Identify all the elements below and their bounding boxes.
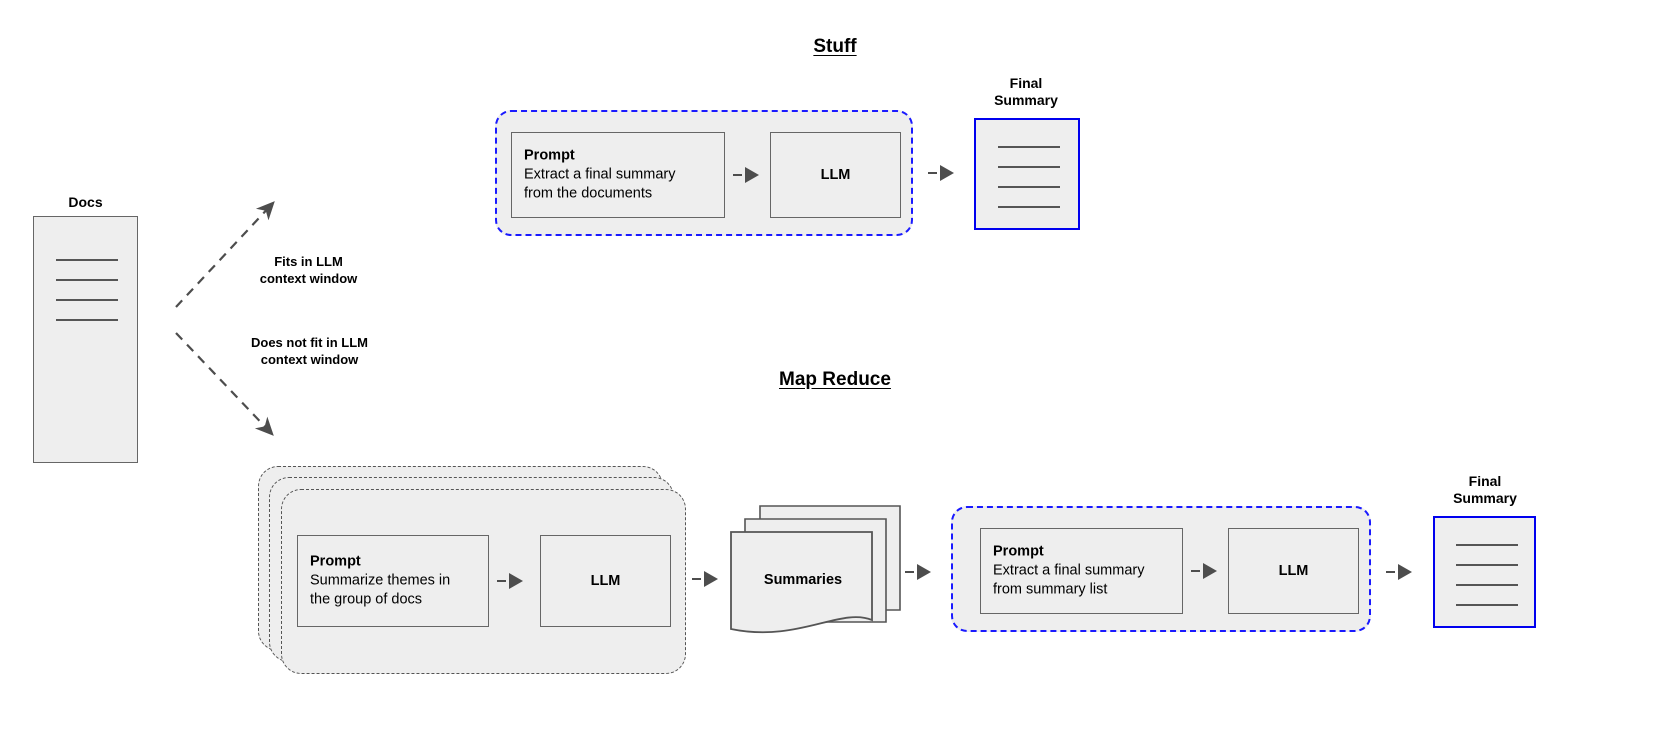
section-title-map-reduce: Map Reduce bbox=[779, 369, 891, 390]
arrow-head-icon bbox=[917, 564, 931, 580]
connector-dash bbox=[733, 174, 742, 176]
connector-dash bbox=[692, 578, 701, 580]
reduce-llm-label: LLM bbox=[1278, 563, 1309, 579]
docs-caption: Docs bbox=[68, 194, 103, 210]
reduce-connector-to-final-summary bbox=[1386, 564, 1412, 580]
stuff-llm-label: LLM bbox=[820, 167, 851, 183]
map-reduce-output-caption: Final Summary bbox=[1453, 473, 1517, 506]
section-title-stuff: Stuff bbox=[813, 36, 857, 57]
branch-label-fits: Fits in LLM context window bbox=[259, 254, 358, 286]
stuff-prompt-heading: Prompt bbox=[524, 147, 575, 164]
summaries-sheet-front bbox=[730, 531, 873, 634]
map-prompt-box: Prompt Summarize themes in the group of … bbox=[297, 535, 489, 627]
reduce-prompt-heading: Prompt bbox=[993, 543, 1044, 560]
arrow-head-icon bbox=[704, 571, 718, 587]
final-summary-rule-4 bbox=[998, 206, 1060, 208]
connector-dash bbox=[1386, 571, 1395, 573]
connector-dash bbox=[1191, 570, 1200, 572]
final-summary-rule-2 bbox=[1456, 564, 1518, 566]
final-summary-rule-3 bbox=[998, 186, 1060, 188]
arrow-head-icon bbox=[940, 165, 954, 181]
final-summary-rule-4 bbox=[1456, 604, 1518, 606]
docs-rule-3 bbox=[56, 299, 118, 301]
map-prompt-heading: Prompt bbox=[310, 553, 361, 570]
reduce-pipeline-group: Prompt Extract a final summary from summ… bbox=[951, 506, 1371, 632]
map-reduce-final-summary-document bbox=[1433, 516, 1536, 628]
summaries-stack: Summaries bbox=[728, 503, 903, 638]
docs-document bbox=[33, 216, 138, 463]
stuff-connector-group-to-output bbox=[928, 165, 954, 181]
connector-dash bbox=[905, 571, 914, 573]
final-summary-rule-2 bbox=[998, 166, 1060, 168]
stuff-prompt-box: Prompt Extract a final summary from the … bbox=[511, 132, 725, 218]
arrow-head-icon bbox=[1398, 564, 1412, 580]
connector-dash bbox=[497, 580, 506, 582]
branch-label-not-fits: Does not fit in LLM context window bbox=[251, 335, 368, 367]
final-summary-rule-3 bbox=[1456, 584, 1518, 586]
arrow-head-icon bbox=[745, 167, 759, 183]
stuff-pipeline-group: Prompt Extract a final summary from the … bbox=[495, 110, 913, 236]
arrow-head-icon bbox=[1203, 563, 1217, 579]
docs-rule-1 bbox=[56, 259, 118, 261]
map-stage-group-front: Prompt Summarize themes in the group of … bbox=[281, 489, 686, 674]
map-llm-label: LLM bbox=[590, 573, 621, 589]
stuff-connector-prompt-to-llm bbox=[733, 167, 759, 183]
reduce-prompt-body: Extract a final summary from summary lis… bbox=[993, 562, 1145, 598]
stuff-final-summary-document bbox=[974, 118, 1080, 230]
final-summary-rule-1 bbox=[998, 146, 1060, 148]
docs-rule-4 bbox=[56, 319, 118, 321]
connector-dash bbox=[928, 172, 937, 174]
reduce-llm-box: LLM bbox=[1228, 528, 1359, 614]
stuff-output-caption: Final Summary bbox=[994, 75, 1058, 108]
summaries-connector-to-reduce bbox=[905, 564, 931, 580]
final-summary-rule-1 bbox=[1456, 544, 1518, 546]
docs-rule-2 bbox=[56, 279, 118, 281]
stuff-prompt-body: Extract a final summary from the documen… bbox=[524, 166, 676, 202]
stuff-llm-box: LLM bbox=[770, 132, 901, 218]
map-connector-prompt-to-llm bbox=[497, 573, 523, 589]
arrow-head-icon bbox=[509, 573, 523, 589]
map-prompt-body: Summarize themes in the group of docs bbox=[310, 572, 451, 608]
reduce-connector-prompt-to-llm bbox=[1191, 563, 1217, 579]
reduce-prompt-box: Prompt Extract a final summary from summ… bbox=[980, 528, 1183, 614]
map-connector-group-to-summaries bbox=[692, 571, 718, 587]
summaries-label: Summaries bbox=[763, 572, 843, 588]
map-llm-box: LLM bbox=[540, 535, 671, 627]
